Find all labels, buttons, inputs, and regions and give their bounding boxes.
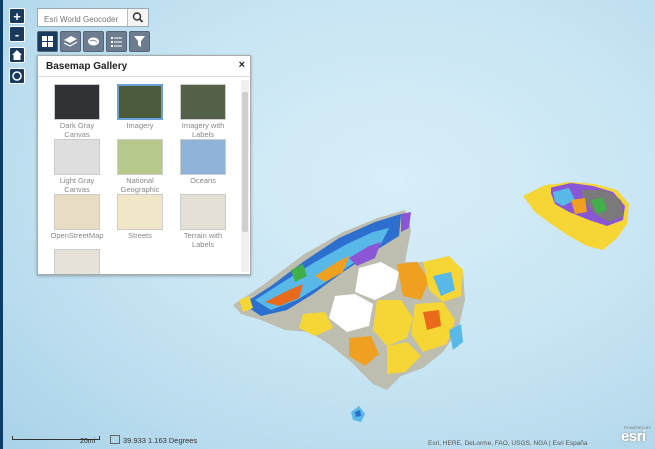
basemap-thumbnail[interactable]: [54, 194, 100, 230]
close-button[interactable]: ×: [238, 59, 245, 71]
mallorca-island: [233, 210, 465, 390]
locate-button[interactable]: [9, 68, 25, 84]
basemap-thumbnail[interactable]: [117, 139, 163, 175]
esri-logo[interactable]: esri: [621, 428, 646, 445]
filter-icon: [134, 36, 145, 47]
basemap-label-line: OpenStreetMap: [50, 231, 104, 240]
basemap-thumbnail[interactable]: [180, 84, 226, 120]
basemap-label: Streets: [108, 231, 172, 241]
home-icon: [12, 50, 22, 60]
basemap-label-line: Labels: [191, 239, 215, 249]
search-icon: [132, 12, 144, 23]
basemap-label: Imagery: [108, 121, 172, 131]
map-canvas[interactable]: [3, 0, 655, 449]
menorca-island: [523, 182, 629, 250]
brain-icon: [88, 37, 99, 46]
basemap-thumbnail[interactable]: [54, 84, 100, 120]
zoom-in-button[interactable]: +: [9, 8, 25, 24]
basemap-label: OpenStreetMap: [45, 231, 109, 241]
basemap-label-line: National: [126, 176, 154, 185]
basemap-label-line: Oceans: [190, 176, 216, 185]
basemap-thumbnail[interactable]: [180, 139, 226, 175]
basemap-thumbnail[interactable]: [54, 249, 100, 274]
geology-map-layer: [233, 182, 629, 422]
panel-scrollbar[interactable]: [241, 80, 249, 272]
legend-button[interactable]: [106, 31, 127, 52]
coordinate-readout: 39.933 1.163 Degrees: [110, 435, 197, 445]
geocoder-search: [37, 8, 149, 28]
basemap-label-line: Labels: [191, 129, 215, 139]
basemap-label-line: Imagery: [126, 121, 154, 130]
scale-label: 20mi: [80, 438, 96, 445]
attribution: Esri, HERE, DeLorme, FAO, USGS, NGA | Es…: [428, 440, 588, 447]
basemap-thumbnail[interactable]: [180, 194, 226, 230]
filter-button[interactable]: [129, 31, 150, 52]
home-button[interactable]: [9, 47, 25, 63]
widget-toolbar: [37, 31, 150, 53]
panel-title: Basemap Gallery: [46, 61, 128, 72]
panel-divider: [38, 76, 250, 77]
basemap-label-line: Imagery with: [181, 121, 225, 130]
basemap-thumbnail[interactable]: [54, 139, 100, 175]
basemap-thumbnail[interactable]: [117, 194, 163, 230]
coordinates-icon: [110, 435, 120, 444]
basemap-thumbnail[interactable]: [117, 84, 163, 120]
cabrera-island: [351, 406, 365, 422]
basemap-label-line: Geographic: [120, 184, 160, 194]
basemap-label-line: Streets: [128, 231, 152, 240]
search-input[interactable]: [38, 11, 132, 28]
basemap-label-line: Dark Gray: [59, 121, 95, 130]
grid-icon: [42, 36, 53, 47]
search-button[interactable]: [127, 9, 148, 26]
powered-by-label: POWERED BY: [624, 425, 652, 430]
basemap-label-line: Canvas: [64, 184, 90, 194]
list-icon: [111, 37, 122, 47]
basemap-label-line: Canvas: [64, 129, 90, 139]
layers-icon: [63, 36, 78, 47]
analysis-button[interactable]: [83, 31, 104, 52]
basemap-label-line: Light Gray: [59, 176, 95, 185]
locate-icon: [12, 71, 22, 81]
zoom-out-button[interactable]: -: [9, 26, 25, 42]
coordinates-text: 39.933 1.163 Degrees: [123, 436, 198, 445]
layers-button[interactable]: [60, 31, 81, 52]
scale-bar: [12, 436, 100, 440]
basemap-gallery-button[interactable]: [37, 31, 58, 52]
basemap-label: Oceans: [171, 176, 235, 186]
scrollbar-thumb[interactable]: [242, 92, 248, 232]
basemap-label-line: Terrain with: [183, 231, 223, 240]
